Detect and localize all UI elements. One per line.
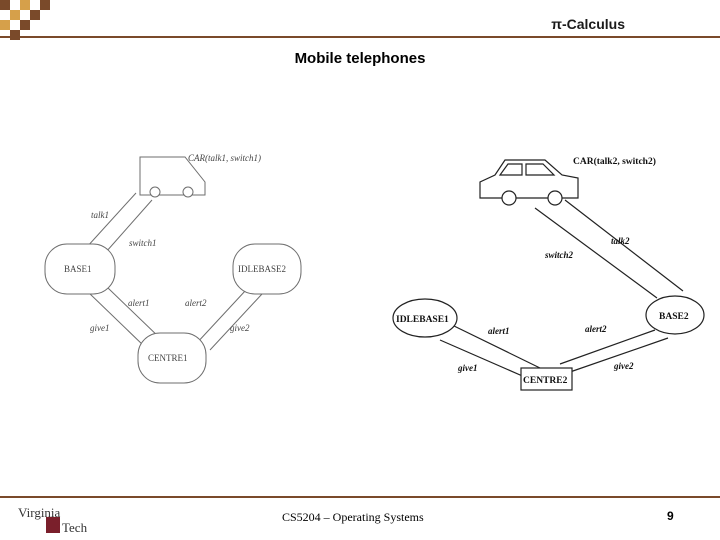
- header-rule: [0, 36, 720, 38]
- slide-subtitle: Mobile telephones: [294, 50, 426, 67]
- left-idlebase-node: [232, 243, 302, 295]
- right-alert1-label: alert1: [488, 326, 510, 336]
- right-idlebase-node: [392, 298, 458, 338]
- left-channel-car-base: [85, 192, 153, 253]
- right-diagram: [392, 159, 705, 391]
- right-centre-label: CENTRE2: [523, 376, 568, 386]
- footer-course: CS5204 – Operating Systems: [282, 510, 424, 524]
- left-base-node: [44, 243, 116, 295]
- left-give2-label: give2: [230, 323, 250, 333]
- right-car-window-rear: [525, 163, 556, 176]
- left-talk-label: talk1: [91, 210, 109, 220]
- left-diagram: [44, 156, 302, 384]
- left-car-wheel-rear: [182, 186, 194, 198]
- left-car-label: CAR(talk1, switch1): [188, 153, 261, 163]
- left-car-wheel-front: [149, 186, 161, 198]
- left-centre-label: CENTRE1: [148, 353, 188, 363]
- right-give2-label: give2: [613, 361, 634, 371]
- right-car-window-front: [498, 163, 523, 176]
- right-alert2-label: alert2: [585, 324, 607, 334]
- left-switch-label: switch1: [129, 238, 157, 248]
- left-idlebase-label: IDLEBASE2: [238, 264, 286, 274]
- footer-rule: [0, 496, 720, 498]
- right-car-wheel-rear: [547, 190, 563, 206]
- right-give1-label: give1: [457, 363, 478, 373]
- right-car-icon: [479, 159, 579, 199]
- logo-word-tech: Tech: [62, 520, 88, 535]
- left-car-icon: [139, 156, 206, 196]
- left-base-label: BASE1: [64, 264, 92, 274]
- right-channel-centre-base: [559, 329, 669, 373]
- left-give1-label: give1: [90, 323, 110, 333]
- left-channel-idlebase-centre: [194, 289, 263, 351]
- right-idlebase-label: IDLEBASE1: [396, 315, 449, 325]
- left-alert2-label: alert2: [185, 298, 207, 308]
- right-car-label: CAR(talk2, switch2): [573, 156, 656, 167]
- right-switch-label: switch2: [544, 250, 574, 260]
- right-base-node: [645, 295, 705, 335]
- virginia-tech-logo: Virginia Tech: [18, 505, 98, 537]
- right-centre-node: [520, 367, 573, 391]
- logo-shield-icon: [46, 517, 60, 533]
- slide-title: π-Calculus: [551, 16, 625, 32]
- right-car-wheel-front: [501, 190, 517, 206]
- right-channel-idlebase-centre: [439, 324, 541, 379]
- right-talk-label: talk2: [611, 236, 630, 246]
- right-base-label: BASE2: [659, 312, 689, 322]
- left-channel-base-centre: [87, 287, 163, 348]
- left-alert1-label: alert1: [128, 298, 150, 308]
- logo-word-virginia: Virginia: [18, 505, 61, 520]
- page-number: 9: [667, 509, 674, 523]
- right-channel-car-base: [534, 199, 684, 299]
- left-centre-node: [137, 332, 207, 384]
